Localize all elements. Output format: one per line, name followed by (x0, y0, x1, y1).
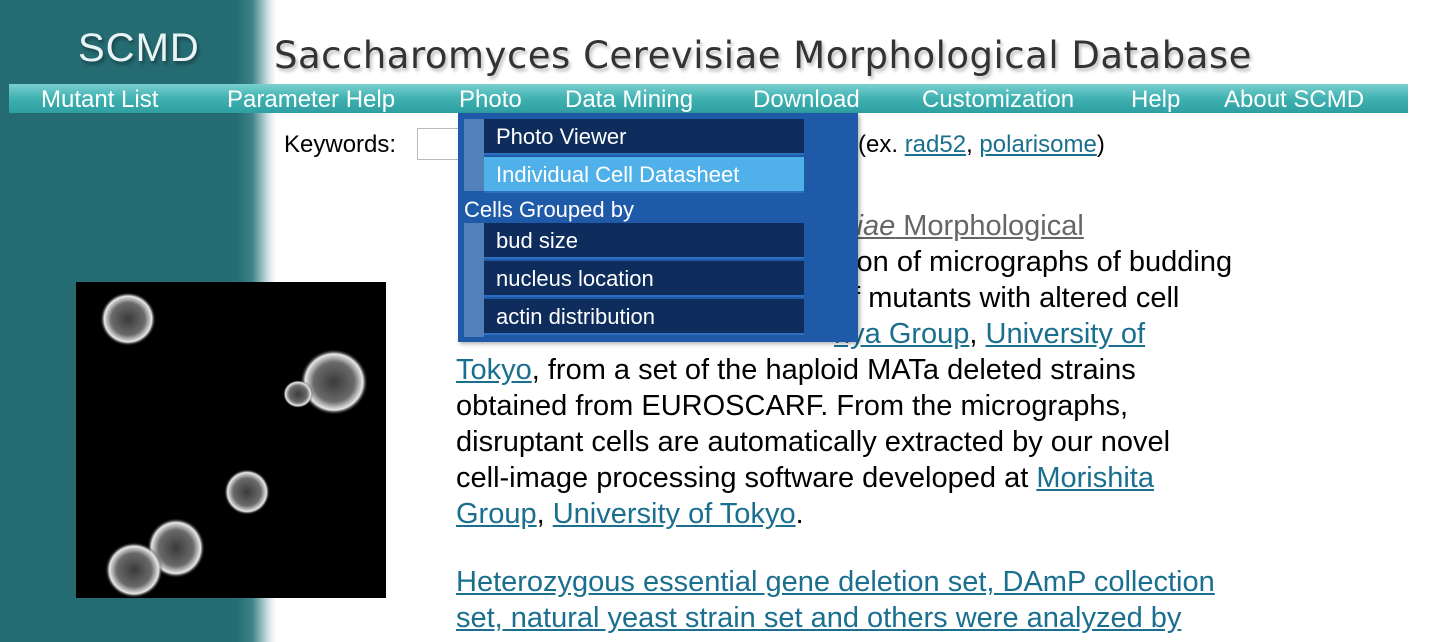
extra-paragraph: Heterozygous essential gene deletion set… (456, 564, 1316, 636)
nav-photo[interactable]: Photo (459, 86, 522, 113)
dropdown-bar-top (464, 119, 484, 191)
university-link-a[interactable]: University of (985, 318, 1146, 350)
intro-line-5: Tokyo, from a set of the haploid MATa de… (456, 352, 1316, 388)
menu-nucleus-location[interactable]: nucleus location (484, 261, 804, 297)
example-prefix: (ex. (858, 131, 905, 158)
menu-photo-viewer[interactable]: Photo Viewer (484, 119, 804, 155)
photo-dropdown-menu: Photo Viewer Individual Cell Datasheet C… (458, 113, 858, 342)
period: . (795, 498, 804, 530)
nav-customization[interactable]: Customization (922, 86, 1075, 113)
extra-link-line-1[interactable]: Heterozygous essential gene deletion set… (456, 566, 1215, 598)
extra-link-line-2[interactable]: set, natural yeast strain set and others… (456, 602, 1182, 634)
nav-mutant-list[interactable]: Mutant List (41, 86, 159, 113)
intro-line-8: cell-image processing software developed… (456, 460, 1316, 496)
comma-sep: , (969, 318, 986, 350)
intro-line-7: disruptant cells are automatically extra… (456, 426, 1171, 458)
keywords-label: Keywords: (284, 131, 397, 158)
intro-text-a: , from a set of the haploid MATa deleted… (531, 354, 1136, 386)
morishita-link-b[interactable]: Group (456, 498, 537, 530)
example-link-polarisome[interactable]: polarisome (979, 131, 1097, 158)
nav-download[interactable]: Download (753, 86, 860, 113)
site-title: Saccharomyces Cerevisiae Morphological D… (274, 34, 1252, 77)
search-example: (ex. rad52, polarisome) (858, 131, 1105, 159)
menu-group-label: Cells Grouped by (464, 197, 634, 222)
intro-line-2: tion of micrographs of budding (842, 246, 1233, 278)
intro-paragraph: siae Morphological tion of micrographs o… (456, 208, 1316, 532)
site-logo[interactable]: SCMD (78, 26, 200, 70)
nav-parameter-help[interactable]: Parameter Help (227, 86, 396, 113)
example-suffix: ) (1096, 131, 1105, 158)
university-tokyo-link[interactable]: University of Tokyo (552, 498, 796, 530)
intro-title-rest: Morphological (895, 210, 1084, 242)
example-link-rad52[interactable]: rad52 (904, 131, 967, 158)
intro-line-3: of mutants with altered cell (836, 282, 1180, 314)
comma-sep-2: , (536, 498, 553, 530)
nav-help[interactable]: Help (1131, 86, 1181, 113)
menu-bud-size[interactable]: bud size (484, 223, 804, 259)
intro-text-d: cell-image processing software developed… (456, 462, 1037, 494)
intro-line-9: Group, University of Tokyo. (456, 496, 1316, 532)
example-separator: , (966, 131, 980, 158)
yeast-cell-micrograph (76, 282, 386, 598)
intro-line-6: obtained from EUROSCARF. From the microg… (456, 390, 1129, 422)
menu-individual-cell-datasheet[interactable]: Individual Cell Datasheet (484, 157, 804, 193)
menu-actin-distribution[interactable]: actin distribution (484, 299, 804, 335)
main-nav-bar: Mutant List Parameter Help Photo Data Mi… (9, 84, 1408, 113)
morishita-link-a[interactable]: Morishita (1036, 462, 1154, 494)
nav-data-mining[interactable]: Data Mining (565, 86, 694, 113)
intro-title-link[interactable]: siae Morphological (842, 210, 1084, 242)
university-link-b[interactable]: Tokyo (456, 354, 532, 386)
nav-about-scmd[interactable]: About SCMD (1224, 86, 1365, 113)
dropdown-bar-group (464, 223, 484, 337)
